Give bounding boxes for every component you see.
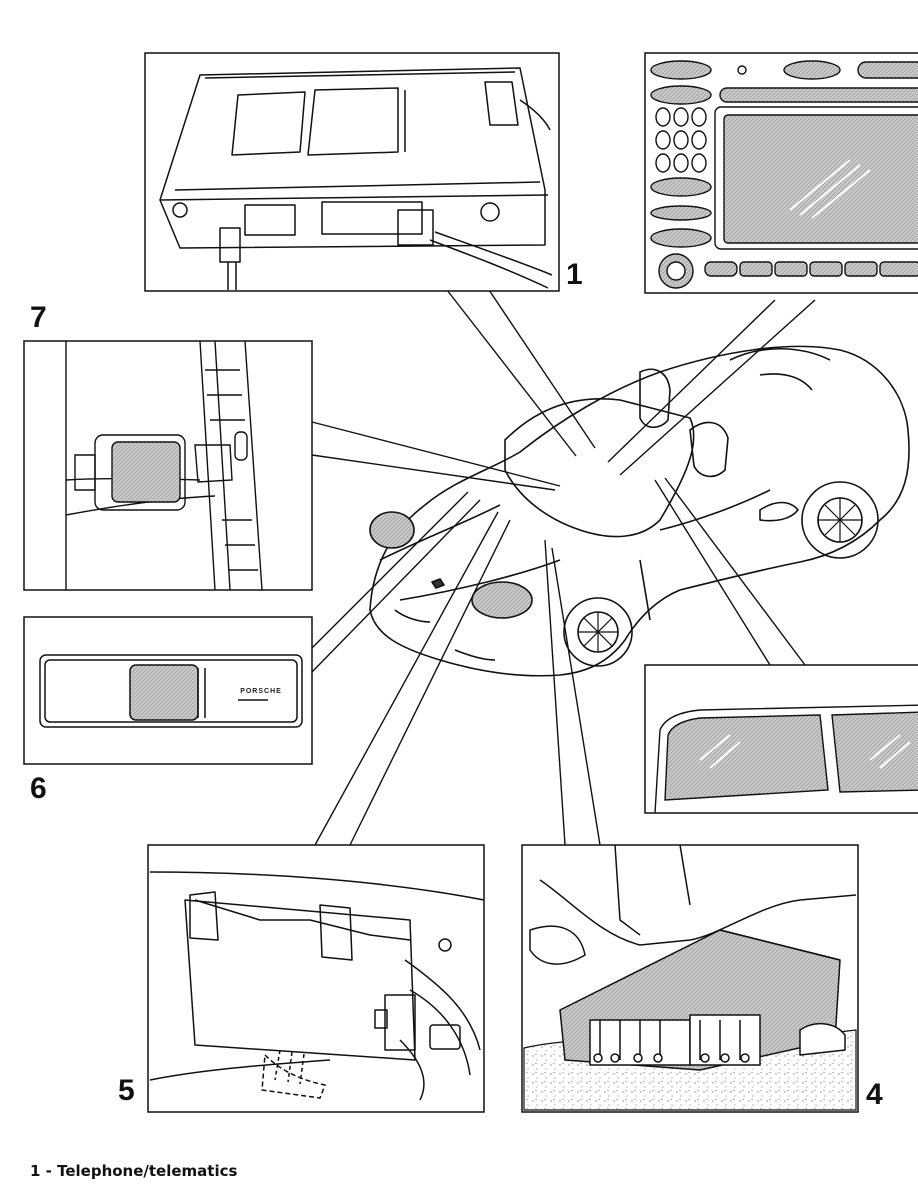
- callout-4: 4: [866, 1078, 883, 1111]
- panel-6-cd-changer: PORSCHE: [23, 616, 313, 765]
- panel-2-head-unit: [644, 52, 918, 294]
- car-illustration: [369, 345, 910, 677]
- panel-3-interior: [644, 664, 918, 814]
- porsche-logo-text: PORSCHE: [240, 688, 282, 695]
- leader-lines: [311, 289, 816, 846]
- panel-5-module: [147, 844, 485, 1113]
- callout-5: 5: [118, 1074, 135, 1107]
- callout-7: 7: [30, 301, 47, 334]
- panel-4-control-unit: [521, 844, 859, 1113]
- panel-1-telematics: [144, 52, 560, 292]
- callout-6: 6: [30, 772, 47, 805]
- panel-7-console: [23, 340, 313, 591]
- figure-caption: 1 - Telephone/telematics: [30, 1162, 238, 1180]
- callout-1: 1: [566, 258, 583, 291]
